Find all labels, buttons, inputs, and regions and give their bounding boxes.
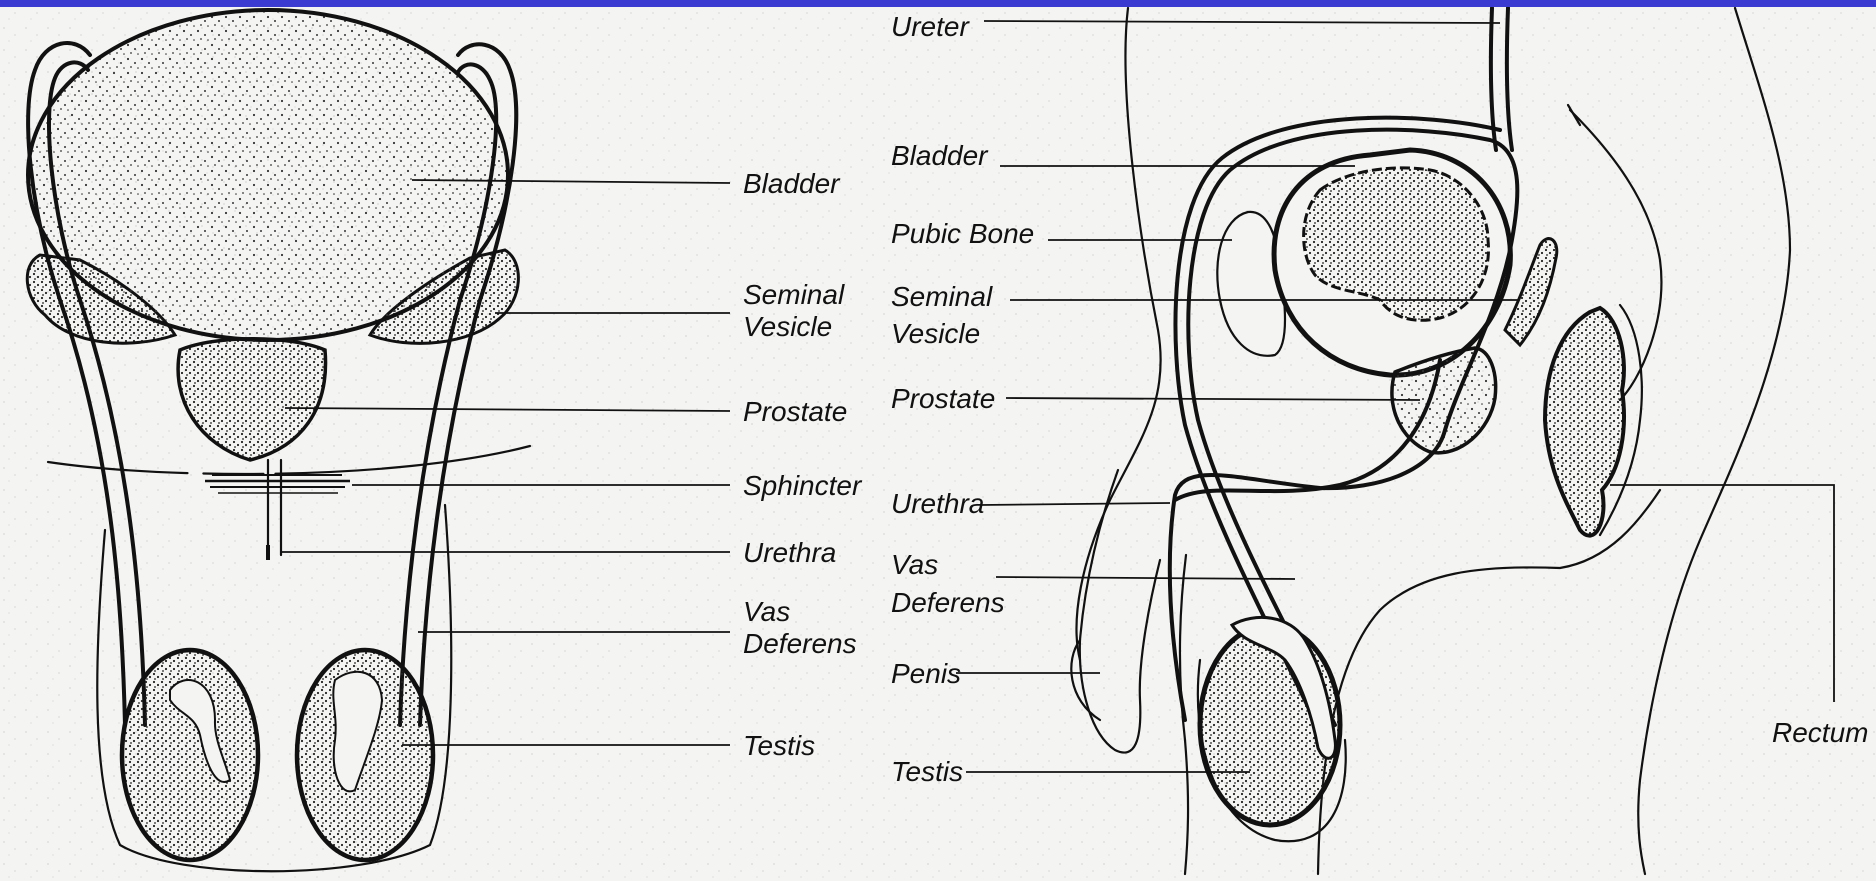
label-side-vas-deferens-line2: Deferens <box>891 587 1005 618</box>
diagram-canvas: Bladder Seminal Vesicle Prostate Sphinct… <box>0 7 1876 881</box>
label-front-testis: Testis <box>743 730 815 761</box>
label-side-vas-deferens-line1: Vas <box>891 549 938 580</box>
label-front-urethra: Urethra <box>743 537 836 568</box>
label-side-seminal-vesicle-line2: Vesicle <box>891 318 980 349</box>
label-front-sphincter: Sphincter <box>743 470 863 501</box>
label-side-rectum: Rectum <box>1772 717 1868 748</box>
label-front-vas-deferens-line1: Vas <box>743 596 790 627</box>
label-front-seminal-vesicle-line1: Seminal <box>743 279 845 310</box>
label-side-prostate: Prostate <box>891 383 995 414</box>
label-side-bladder: Bladder <box>891 140 989 171</box>
anatomy-diagram: Bladder Seminal Vesicle Prostate Sphinct… <box>0 7 1876 881</box>
label-side-pubic-bone: Pubic Bone <box>891 218 1034 249</box>
label-front-seminal-vesicle-line2: Vesicle <box>743 311 832 342</box>
label-front-bladder: Bladder <box>743 168 841 199</box>
title-bar <box>0 0 1876 7</box>
label-front-prostate: Prostate <box>743 396 847 427</box>
label-side-urethra: Urethra <box>891 488 984 519</box>
label-side-testis: Testis <box>891 756 963 787</box>
label-side-seminal-vesicle-line1: Seminal <box>891 281 993 312</box>
label-front-vas-deferens-line2: Deferens <box>743 628 857 659</box>
label-side-ureter: Ureter <box>891 11 970 42</box>
front-bladder <box>28 10 508 340</box>
label-side-penis: Penis <box>891 658 961 689</box>
